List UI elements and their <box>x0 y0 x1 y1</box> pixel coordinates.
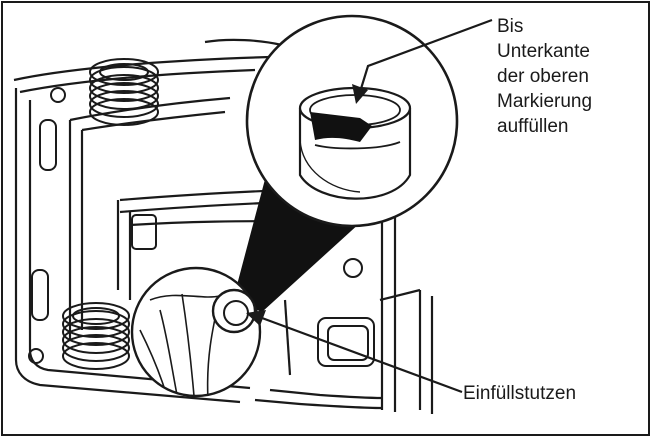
spring-top-left <box>89 58 159 126</box>
lens-circle <box>130 266 262 398</box>
label-fill-level: Bis Unterkante der oberen Markierung auf… <box>497 14 647 139</box>
label-filler-neck: Einfüllstutzen <box>463 383 577 404</box>
arrow-bottom-head <box>246 310 266 326</box>
label-line: Unterkante <box>497 41 590 62</box>
label-line: der oberen <box>497 66 589 87</box>
leader-top <box>358 18 493 93</box>
zoom-circle <box>245 14 459 228</box>
spring-bottom-left <box>62 302 130 370</box>
label-line: Bis <box>497 16 524 37</box>
filler-neck-inner <box>223 300 249 326</box>
hole-features <box>28 87 363 364</box>
leader-bottom <box>261 316 463 394</box>
label-line: Markierung <box>497 91 593 112</box>
label-line: auffüllen <box>497 116 569 137</box>
arrow-top-head <box>352 84 368 104</box>
